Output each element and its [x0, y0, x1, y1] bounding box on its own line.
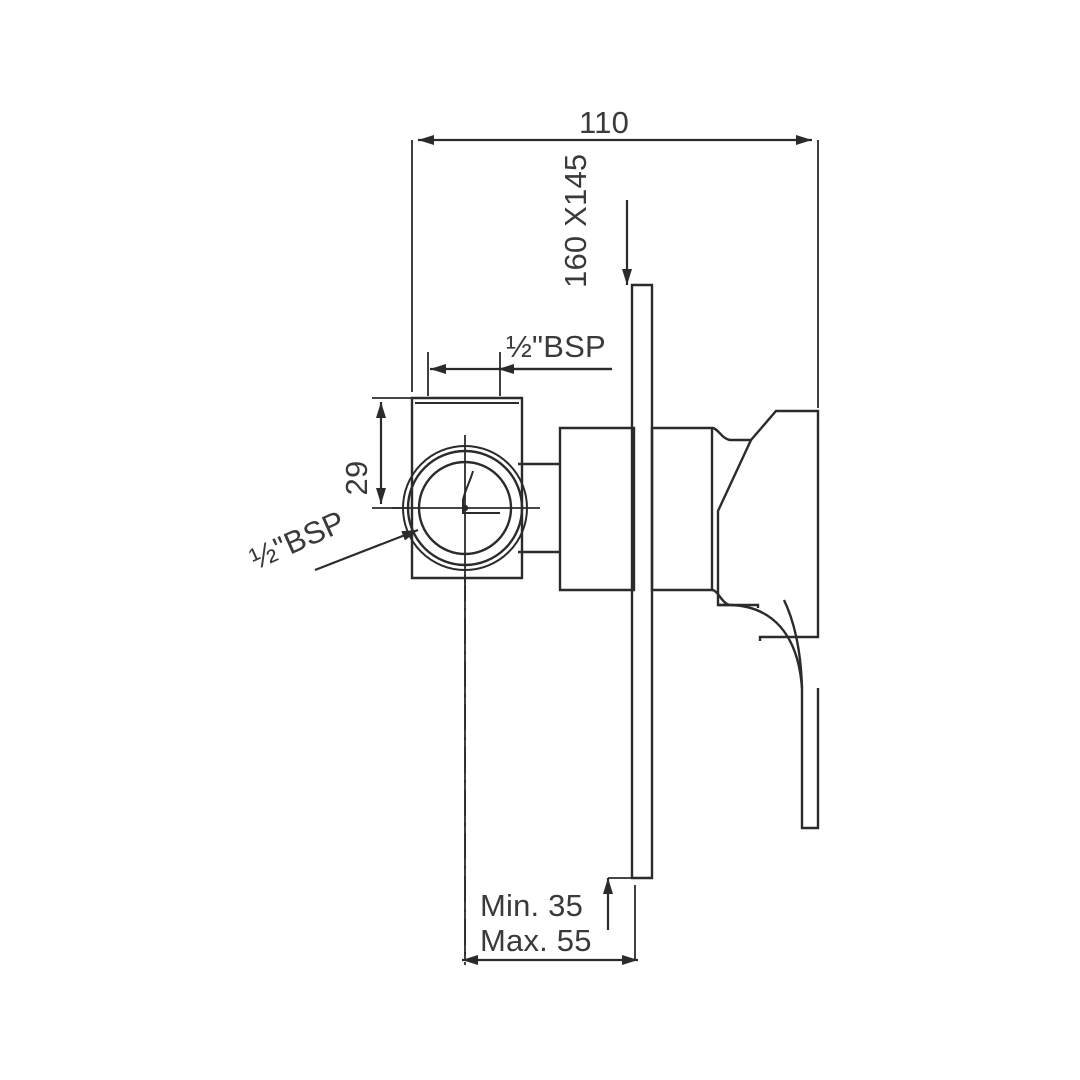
dimension-inlet-height — [372, 397, 424, 509]
label-inlet-thread: ½"BSP — [506, 329, 606, 364]
label-outlet-thread: ½"BSP — [245, 504, 350, 577]
leader-outlet-thread — [314, 528, 419, 572]
label-depth-min: Min. 35 — [480, 888, 583, 923]
lever-handle — [711, 409, 820, 641]
label-plate-size: 160 X145 — [558, 154, 593, 288]
dimension-inlet-thread — [427, 352, 612, 396]
inlet-flange-body — [410, 396, 524, 580]
port-centerlines — [392, 435, 540, 583]
label-depth-max: Max. 55 — [480, 923, 592, 958]
lever-stem — [729, 599, 820, 830]
wall-plate — [630, 283, 654, 880]
label-inlet-height: 29 — [339, 461, 374, 496]
dimension-overall-width — [411, 135, 819, 408]
connector-stubs — [518, 462, 560, 554]
valve-body — [558, 426, 636, 592]
body-behind-plate — [650, 426, 714, 592]
dimension-depth — [462, 585, 638, 965]
label-overall-width: 110 — [579, 105, 629, 140]
